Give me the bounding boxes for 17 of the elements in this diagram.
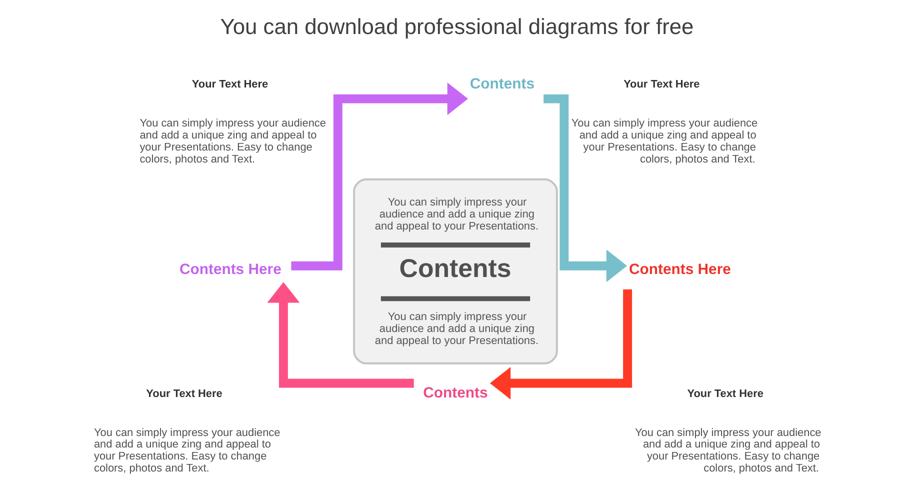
node-text: Contents Here <box>179 262 281 278</box>
label: You can simply impress your audience and add a unique zing and appeal to your Presentations. Easy to change colors, photos and Text. <box>93 426 280 475</box>
label: Your Text Here <box>686 388 763 400</box>
node-text: Contents Here <box>628 262 730 278</box>
node-box: You can simply impress your audience and add a unique zing and appeal to your Presentations. Contents You can simply impress your audience and add a unique zing and appeal to your Presentations. <box>352 178 558 364</box>
diagram-title: You can download professional diagrams for free <box>220 14 694 39</box>
label: Your Text Here <box>191 78 268 91</box>
node-text: Contents <box>422 386 488 402</box>
arrow <box>489 289 632 400</box>
node-text: Contents <box>469 76 534 92</box>
label: Your Text Here <box>623 78 700 91</box>
arrow <box>266 282 414 388</box>
label: You can simply impress your audience and add a unique zing and appeal to your Presentations. Easy to change colors, photos and Text. <box>139 117 326 166</box>
arrow <box>290 82 468 270</box>
label: You can simply impress your audience and add a unique zing and appeal to your Presentations. Easy to change colors, photos and Text. <box>634 426 821 475</box>
label: Your Text Here <box>146 388 222 400</box>
label: You can simply impress your audience and add a unique zing and appeal to your Presentations. Easy to change colors, photos and Text. <box>570 117 758 166</box>
